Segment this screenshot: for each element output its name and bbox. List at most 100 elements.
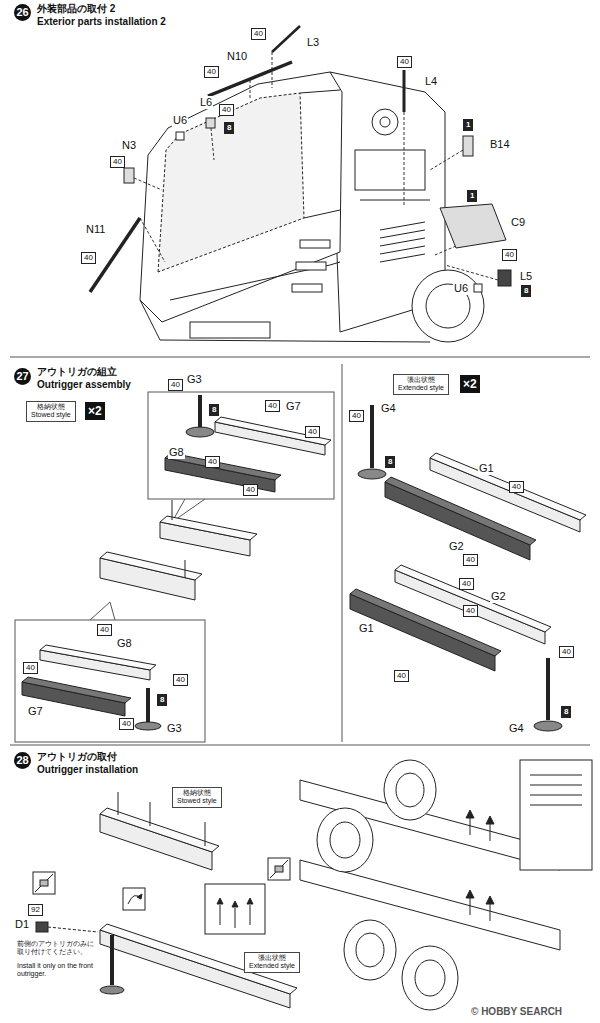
outrigger-beam <box>100 986 124 994</box>
node-text: Extended style <box>249 962 295 970</box>
paint-callout: 40 <box>509 481 524 493</box>
truck-chassis <box>530 785 582 786</box>
instruction-icon <box>275 866 283 872</box>
paint-callout-black: 8 <box>521 285 531 297</box>
attach-line <box>445 265 498 280</box>
node-text: 40 <box>113 157 122 167</box>
step-number: 28 <box>14 752 31 769</box>
part-drawing <box>463 136 473 156</box>
step-heading: アウトリガの組立 <box>36 366 118 378</box>
node-text: 40 <box>268 401 277 411</box>
outrigger-beam <box>118 792 119 815</box>
outrigger-beam <box>100 792 297 1008</box>
node-text: 格納状態 <box>177 789 217 797</box>
paint-callout: 40 <box>168 379 183 391</box>
attach-line <box>140 218 165 262</box>
outrigger-beam <box>22 417 586 716</box>
node-text: 1 <box>470 191 474 201</box>
truck-cab <box>140 300 430 342</box>
paint-callout-black: 1 <box>463 119 473 131</box>
node-text: 40 <box>512 482 521 492</box>
truck-chassis <box>330 822 360 858</box>
zoom-frame <box>90 602 115 620</box>
truck-cab <box>380 230 425 238</box>
part-drawing <box>36 922 98 932</box>
part-name: U6 <box>453 282 469 295</box>
divider-line <box>10 745 590 746</box>
part-name: G2 <box>490 590 507 603</box>
part-name: G8 <box>116 637 133 650</box>
paint-callout: 40 <box>81 252 96 264</box>
outrigger-jack <box>370 405 374 468</box>
paint-callout: 40 <box>243 484 258 496</box>
instruction-icon <box>123 888 145 910</box>
part-name: N11 <box>85 223 106 236</box>
part-name: G4 <box>508 722 525 735</box>
node-text: 1 <box>466 120 470 130</box>
step-heading: アウトリガの取付 <box>36 751 118 763</box>
paint-callout-black: 1 <box>467 190 477 202</box>
outrigger-jack <box>546 658 550 720</box>
direction-arrow <box>466 810 494 921</box>
part-name: G8 <box>168 446 185 459</box>
truck-chassis <box>384 760 436 820</box>
direction-arrow <box>466 890 474 898</box>
outrigger-beam <box>40 645 156 670</box>
part-name: G1 <box>358 622 375 635</box>
outrigger-beam <box>100 924 297 994</box>
outrigger-beam <box>100 552 202 580</box>
part-drawing <box>176 132 184 140</box>
part-drawing <box>440 204 506 248</box>
part-name: B14 <box>489 138 511 151</box>
part-name: G7 <box>285 400 302 413</box>
outrigger-beam <box>350 589 501 656</box>
truck-cab <box>380 238 425 246</box>
node-text: 8 <box>388 457 392 467</box>
node-text: 40 <box>222 105 231 115</box>
paint-callout-black: 8 <box>561 706 571 718</box>
instruction-icon <box>250 905 251 925</box>
truck-cab <box>190 322 270 338</box>
truck-chassis <box>520 760 592 870</box>
outrigger-beam <box>385 477 536 545</box>
node-text: Extended style <box>398 384 444 392</box>
node-text: 40 <box>26 663 35 673</box>
paint-callout: 40 <box>463 554 478 566</box>
node-text: 8 <box>227 123 231 133</box>
zoom-frame <box>15 392 334 742</box>
style-tag: 格納状態Stowed style <box>172 787 222 808</box>
paint-callout-black: 8 <box>157 694 167 706</box>
style-tag: 張出状態Extended style <box>393 374 449 395</box>
part-drawing <box>36 922 48 932</box>
attach-line <box>211 128 214 160</box>
node-text: 40 <box>207 67 216 77</box>
node-text: ×2 <box>463 376 477 392</box>
truck-cab <box>300 240 330 248</box>
paint-callout: 40 <box>463 605 478 617</box>
attach-line <box>134 52 498 280</box>
part-name: C9 <box>510 216 526 229</box>
outrigger-beam <box>385 482 530 560</box>
paint-callout: 40 <box>397 56 412 68</box>
outrigger-beam <box>150 802 151 826</box>
truck-chassis <box>396 773 424 807</box>
node-text: 8 <box>524 286 528 296</box>
truck-cab <box>140 72 445 342</box>
part-name: G1 <box>478 462 495 475</box>
part-name: U6 <box>172 114 188 127</box>
outrigger-beam <box>215 417 331 445</box>
paint-callout-black: 8 <box>224 122 234 134</box>
note-text: 前側のアウトリガのみに取り付けてください。 <box>16 940 96 956</box>
node-text: 40 <box>176 675 185 685</box>
node-text: 26 <box>16 6 28 19</box>
node-text: 40 <box>466 555 475 565</box>
instruction-icon <box>33 872 55 894</box>
node-text: 40 <box>462 579 471 589</box>
node-text: 40 <box>171 380 180 390</box>
node-text: 張出状態 <box>249 954 295 962</box>
node-text: 40 <box>100 625 109 635</box>
node-text: 張出状態 <box>398 376 444 384</box>
divider-line <box>10 357 590 745</box>
outrigger-beam <box>110 935 114 985</box>
